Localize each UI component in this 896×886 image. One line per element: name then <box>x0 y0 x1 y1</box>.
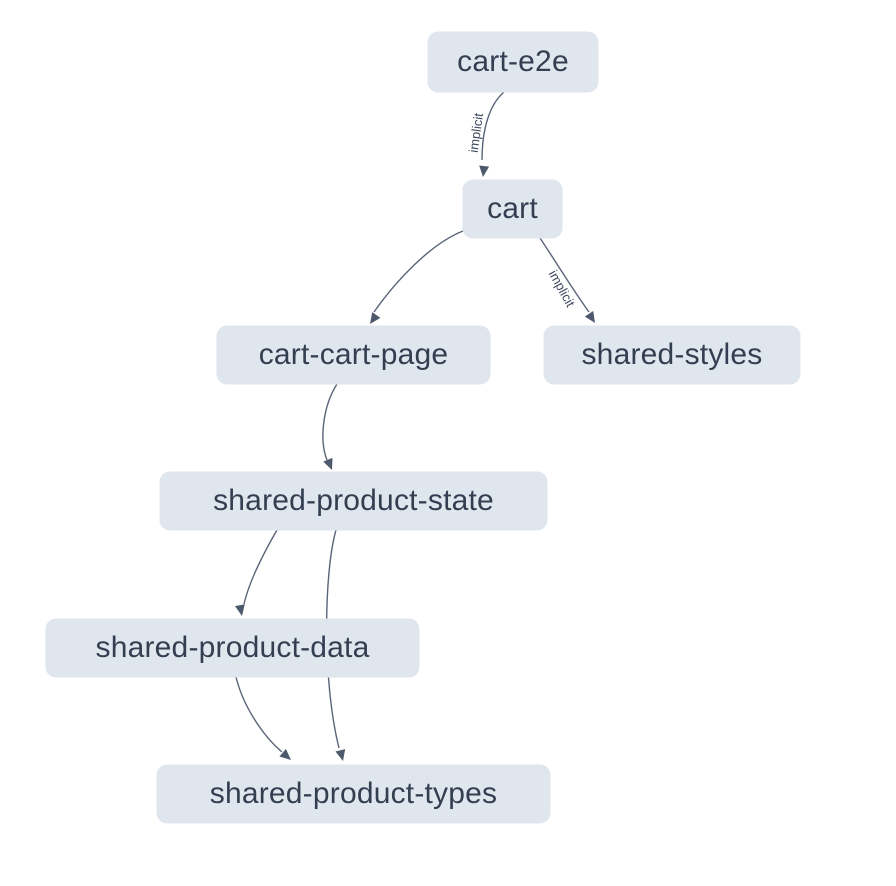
node-background[interactable] <box>462 179 563 239</box>
node-background[interactable] <box>427 31 599 93</box>
node-label: shared-product-state <box>213 484 494 517</box>
node-background[interactable] <box>156 764 551 824</box>
graph-edge <box>539 237 595 323</box>
edge-arrowhead-icon <box>279 749 291 760</box>
graph-node-shared-product-data[interactable]: shared-product-data <box>45 618 420 678</box>
edge-arrowhead-icon <box>335 749 346 761</box>
edge-line <box>322 383 338 461</box>
graph-node-cart[interactable]: cart <box>462 179 563 239</box>
graph-node-shared-product-state[interactable]: shared-product-state <box>159 471 548 531</box>
node-background[interactable] <box>216 325 491 385</box>
graph-edge <box>479 91 505 177</box>
node-label: shared-styles <box>581 338 762 371</box>
graph-node-shared-product-types[interactable]: shared-product-types <box>156 764 551 824</box>
node-background[interactable] <box>543 325 801 385</box>
edge-arrowhead-icon <box>323 457 333 470</box>
edge-line <box>243 529 278 605</box>
edge-arrowhead-icon <box>479 165 490 177</box>
edge-arrowhead-icon <box>584 311 595 323</box>
graph-edge <box>322 383 338 470</box>
node-label: cart <box>487 192 538 225</box>
node-background[interactable] <box>45 618 420 678</box>
graph-edge <box>235 676 291 760</box>
node-label: shared-product-types <box>210 777 497 810</box>
edge-line <box>539 237 590 313</box>
graph-node-cart-e2e[interactable]: cart-e2e <box>427 31 599 93</box>
edge-arrowhead-icon <box>370 312 381 324</box>
edge-line <box>235 676 283 753</box>
graph-edge <box>234 529 278 616</box>
edge-arrowhead-icon <box>234 604 245 616</box>
graph-edge <box>370 230 464 324</box>
nodes-layer: cart-e2e cart cart-cart-page shared-styles s… <box>45 31 801 824</box>
graph-node-cart-cart-page[interactable]: cart-cart-page <box>216 325 491 385</box>
node-background[interactable] <box>159 471 548 531</box>
graph-node-shared-styles[interactable]: shared-styles <box>543 325 801 385</box>
node-label: shared-product-data <box>96 631 370 664</box>
node-label: cart-e2e <box>457 45 569 78</box>
edge-label: implicit <box>466 112 486 154</box>
edge-line <box>373 230 464 313</box>
edge-line <box>481 91 505 161</box>
node-label: cart-cart-page <box>259 338 449 371</box>
